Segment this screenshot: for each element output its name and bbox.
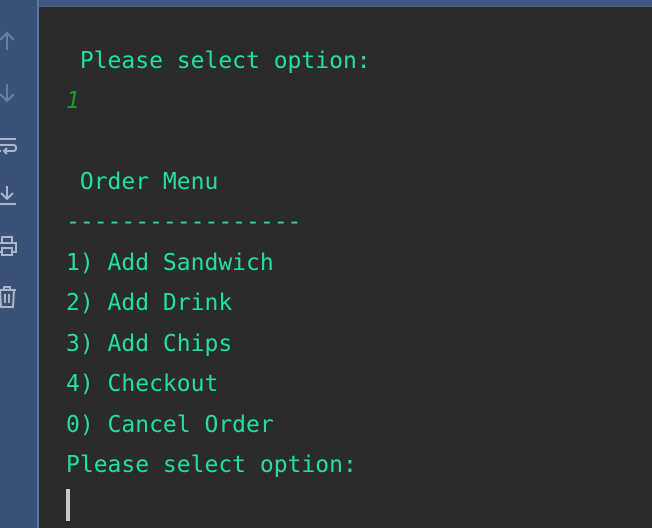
up-stack-trace-button[interactable] (0, 28, 20, 54)
prompt-line: Please select option: (66, 48, 371, 74)
menu-title: Order Menu (66, 169, 219, 195)
window-top-border (0, 0, 652, 7)
down-stack-trace-button[interactable] (0, 80, 20, 106)
menu-option-cancel-order: 0) Cancel Order (66, 412, 274, 438)
prompt-line-current: Please select option: (66, 452, 357, 478)
menu-option-add-chips: 3) Add Chips (66, 331, 233, 357)
console-output: Please select option: 1 Order Menu -----… (66, 40, 652, 478)
console-toolbar (0, 0, 39, 528)
trash-icon (0, 285, 18, 309)
text-input-cursor[interactable] (66, 489, 70, 521)
arrow-down-icon (0, 82, 17, 104)
clear-all-button[interactable] (0, 284, 20, 310)
print-icon (0, 235, 18, 257)
menu-option-add-sandwich: 1) Add Sandwich (66, 250, 274, 276)
user-input-echo: 1 (66, 88, 80, 114)
scroll-to-end-icon (0, 184, 18, 206)
arrow-up-icon (0, 30, 17, 52)
scroll-to-end-button[interactable] (0, 182, 20, 208)
menu-divider: ----------------- (66, 209, 302, 235)
menu-option-checkout: 4) Checkout (66, 371, 219, 397)
soft-wrap-button[interactable] (0, 133, 20, 159)
soft-wrap-icon (0, 135, 18, 157)
menu-option-add-drink: 2) Add Drink (66, 290, 233, 316)
print-button[interactable] (0, 233, 20, 259)
